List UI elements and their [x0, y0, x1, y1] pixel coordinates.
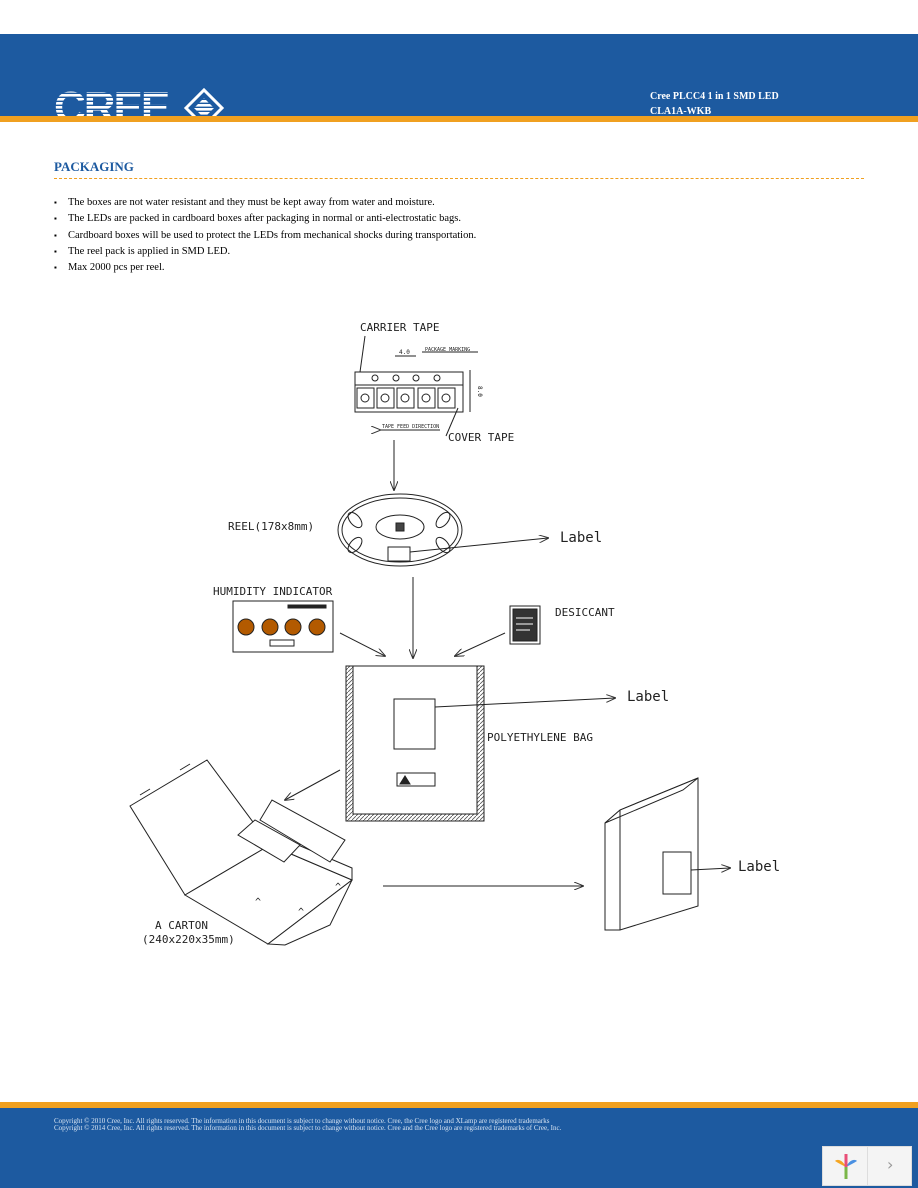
svg-text:4.0: 4.0 — [399, 349, 410, 356]
section-title: PACKAGING — [54, 159, 134, 174]
closed-carton: Label — [604, 777, 780, 931]
svg-text:PACKAGE MARKING: PACKAGE MARKING — [425, 347, 470, 353]
cree-logo: CREE ® — [54, 83, 239, 135]
product-line-1: Cree PLCC4 1 in 1 SMD LED — [650, 91, 779, 102]
polyethylene-bag: Label POLYETHYLENE BAG — [285, 665, 669, 822]
page-footer: Copyright © 2010 Cree, Inc. All rights r… — [0, 1108, 918, 1188]
footer-accent-stripe — [0, 1102, 918, 1108]
svg-text:8.0: 8.0 — [476, 386, 483, 397]
svg-text:^: ^ — [335, 882, 341, 893]
header-accent-stripe — [0, 116, 918, 122]
app-logo-icon[interactable] — [833, 1153, 859, 1186]
list-item: Cardboard boxes will be used to protect … — [54, 228, 476, 244]
desiccant: DESICCANT — [455, 605, 615, 656]
product-model: CLA1A-WKB — [650, 106, 712, 117]
svg-text:DESICCANT: DESICCANT — [555, 606, 615, 619]
copyright-current: Copyright © 2014 Cree, Inc. All rights r… — [54, 1124, 562, 1132]
svg-text:(240x220x35mm): (240x220x35mm) — [142, 933, 235, 946]
packaging-diagram: CARRIER TAPE 4.0 PACKAGE MARKING 8.0 TAP… — [129, 321, 780, 946]
open-carton: ^ ^ ^ A CARTON (240x220x35mm) — [129, 759, 583, 946]
page-header: CREE ® Cree PLCC4 1 in 1 SMD LED CLA1A-W… — [0, 34, 918, 132]
svg-text:HUMIDITY INDICATOR: HUMIDITY INDICATOR — [213, 585, 333, 598]
list-item: The reel pack is applied in SMD LED. — [54, 244, 476, 260]
svg-text:POLYETHYLENE BAG: POLYETHYLENE BAG — [487, 731, 593, 744]
svg-text:Label: Label — [560, 530, 602, 546]
list-item: The LEDs are packed in cardboard boxes a… — [54, 211, 476, 227]
chevron-right-icon[interactable]: › — [887, 1155, 894, 1174]
svg-text:REEL(178x8mm): REEL(178x8mm) — [228, 520, 314, 533]
svg-text:Label: Label — [627, 689, 669, 705]
nav-divider — [867, 1147, 868, 1185]
packaging-notes: The boxes are not water resistant and th… — [54, 195, 476, 276]
reel: REEL(178x8mm) Label — [228, 493, 602, 658]
humidity-indicator: HUMIDITY INDICATOR — [213, 585, 385, 656]
carrier-tape: CARRIER TAPE 4.0 PACKAGE MARKING 8.0 TAP… — [354, 321, 514, 490]
section-divider — [54, 178, 864, 179]
page-nav-widget[interactable]: › — [822, 1146, 912, 1186]
svg-text:^: ^ — [298, 907, 304, 918]
svg-text:Label: Label — [738, 859, 780, 875]
copyright-old: Copyright © 2010 Cree, Inc. All rights r… — [54, 1117, 550, 1125]
list-item: Max 2000 pcs per reel. — [54, 260, 476, 276]
svg-text:®: ® — [226, 122, 233, 130]
list-item: The boxes are not water resistant and th… — [54, 195, 476, 211]
svg-text:COVER TAPE: COVER TAPE — [448, 431, 514, 444]
svg-text:CARRIER TAPE: CARRIER TAPE — [360, 321, 439, 334]
product-name: Cree PLCC4 1 in 1 SMD LED CLA1A-WKB — [650, 89, 779, 119]
svg-text:CREE: CREE — [54, 86, 169, 130]
svg-text:A CARTON: A CARTON — [155, 919, 208, 932]
svg-text:TAPE FEED DIRECTION: TAPE FEED DIRECTION — [382, 424, 439, 430]
svg-text:^: ^ — [255, 897, 261, 908]
